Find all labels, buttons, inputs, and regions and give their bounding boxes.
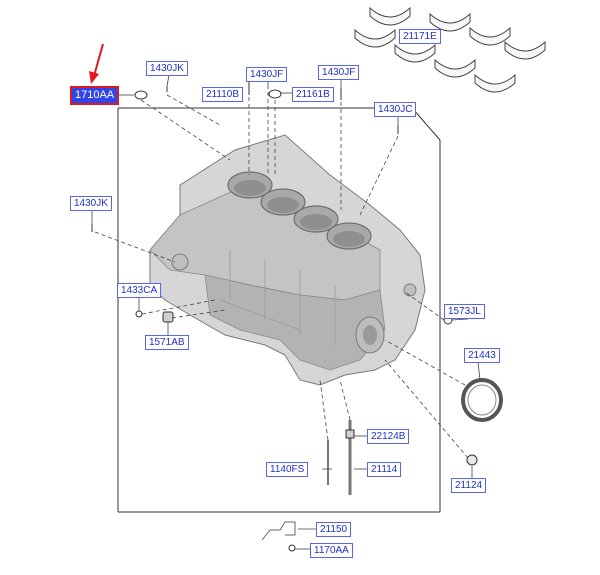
part-label-21161B[interactable]: 21161B [292, 87, 334, 102]
part-label-1433CA[interactable]: 1433CA [117, 283, 162, 298]
part-label-1430JF[interactable]: 1430JF [246, 67, 288, 82]
engine-block-illustration [149, 134, 426, 386]
part-label-21150[interactable]: 21150 [316, 522, 352, 537]
fittings-illustration [91, 80, 503, 552]
bearing-shells-illustration [354, 6, 546, 93]
part-label-21171E[interactable]: 21171E [399, 29, 441, 44]
part-label-1430JF-2[interactable]: 1430JF [318, 65, 360, 80]
leader-lines [94, 85, 469, 459]
leader-lines-solid [91, 74, 481, 550]
red-arrow-icon [89, 43, 104, 84]
part-label-21443[interactable]: 21443 [464, 348, 500, 363]
part-label-21110B[interactable]: 21110B [202, 87, 243, 102]
part-label-1573JL[interactable]: 1573JL [444, 304, 485, 319]
assembly-frame [117, 107, 441, 513]
part-label-1710AA[interactable]: 1710AA [70, 86, 120, 105]
part-label-1170AA[interactable]: 1170AA [310, 543, 353, 558]
part-label-1571AB[interactable]: 1571AB [145, 335, 189, 350]
part-label-1430JK-left[interactable]: 1430JK [70, 196, 112, 211]
part-label-22124B[interactable]: 22124B [367, 429, 410, 444]
part-label-1140FS[interactable]: 1140FS [266, 462, 309, 477]
part-label-1430JK-top[interactable]: 1430JK [146, 61, 188, 76]
part-label-1430JC[interactable]: 1430JC [374, 102, 417, 117]
part-label-21124[interactable]: 21124 [451, 478, 487, 493]
part-label-21114[interactable]: 21114 [367, 462, 402, 477]
